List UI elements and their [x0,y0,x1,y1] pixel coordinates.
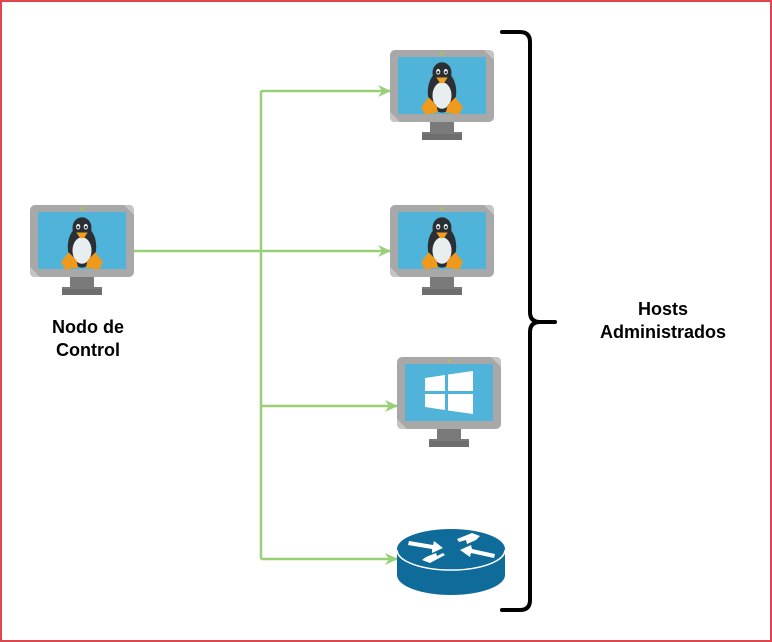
connectors [134,85,398,565]
control-node-label-line-1: Nodo de [52,317,124,337]
windows-logo-icon [425,371,473,414]
managed-hosts-label-line-2: Administrados [599,322,727,342]
control-node[interactable] [30,205,134,295]
linux-host-1[interactable] [390,50,494,140]
control-node-label-line-2: Control [56,340,120,360]
network-router[interactable] [396,529,506,595]
managed-hosts-label-line-1: Hosts [637,299,688,319]
router-arrows-icon [408,533,495,563]
control-node-label: Nodo de Control [26,316,150,362]
managed-hosts-label: Hosts Administrados [582,298,744,344]
windows-host[interactable] [397,357,501,447]
hosts-group-brace-icon [500,30,557,612]
linux-host-2[interactable] [390,205,494,295]
